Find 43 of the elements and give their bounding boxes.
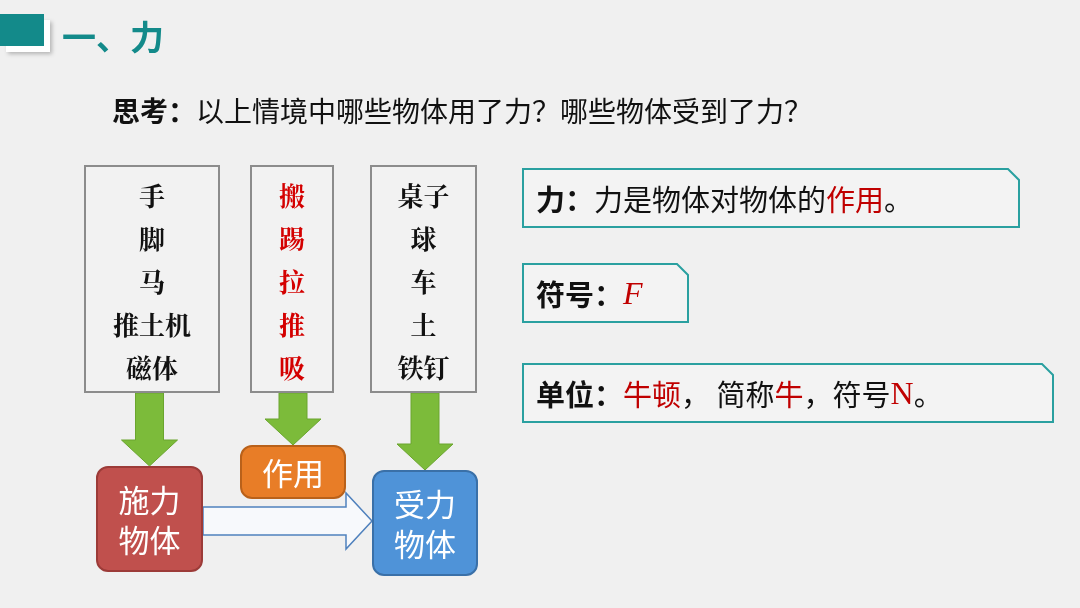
term-label: 符号： — [536, 272, 623, 314]
definition-text: ，符号 — [803, 372, 891, 414]
term-label: 力： — [536, 177, 594, 219]
definition-card — [522, 363, 1054, 423]
definition-card — [522, 168, 1020, 228]
object-word: 土 — [410, 304, 437, 344]
block-arrow — [264, 392, 322, 446]
section-title: 一、力 — [62, 14, 164, 58]
object-word: 马 — [139, 261, 165, 301]
highlighted-text: 牛 — [774, 372, 804, 414]
verb-word: 踢 — [279, 218, 305, 258]
highlighted-text: F — [623, 274, 643, 312]
block-arrow — [121, 392, 178, 467]
verb-word: 推 — [279, 304, 305, 344]
hollow-arrow — [202, 491, 374, 551]
highlighted-text: 作用 — [826, 177, 885, 219]
object-word: 球 — [410, 218, 437, 258]
definition-text: ， 简称 — [681, 372, 775, 414]
receiver-box: 受力物体 — [372, 470, 478, 576]
definition-text: 。 — [884, 177, 914, 219]
object-word: 手 — [139, 175, 165, 215]
object-word: 桌子 — [397, 175, 450, 215]
verb-word: 搬 — [279, 175, 305, 215]
agent-box: 施力物体 — [96, 466, 203, 572]
definition-text: 力是物体对物体的 — [594, 177, 827, 219]
verb-word: 拉 — [279, 261, 305, 301]
definition-text: 。 — [913, 372, 943, 414]
highlighted-text: N — [890, 374, 914, 412]
word-list-box — [250, 165, 334, 393]
object-word: 脚 — [139, 218, 165, 258]
object-word: 磁体 — [126, 347, 178, 387]
definition-card — [522, 263, 689, 323]
object-word: 推土机 — [113, 304, 191, 344]
block-arrow — [396, 392, 454, 471]
object-word: 车 — [410, 261, 437, 301]
word-list-box — [84, 165, 220, 393]
term-label: 单位： — [536, 372, 623, 414]
action-box: 作用 — [240, 445, 346, 499]
word-list-box — [370, 165, 477, 393]
verb-word: 吸 — [279, 347, 305, 387]
question-text: 思考：以上情境中哪些物体用了力？哪些物体受到了力？ — [112, 90, 813, 130]
highlighted-text: 牛顿 — [623, 372, 682, 414]
object-word: 铁钉 — [397, 347, 450, 387]
